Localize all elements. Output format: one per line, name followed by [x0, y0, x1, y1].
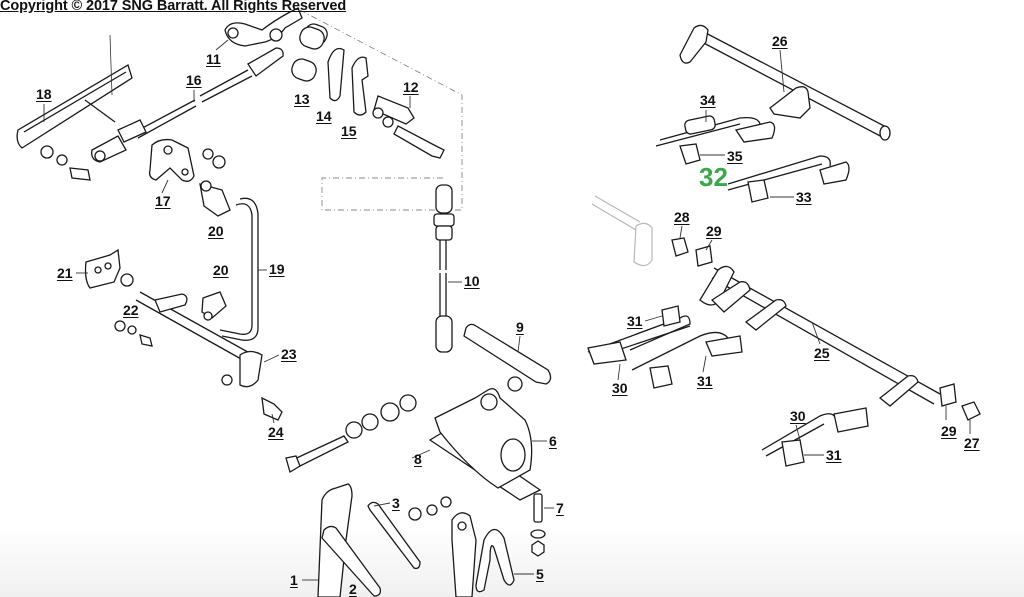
- part-29-washer-b: [939, 383, 957, 407]
- part-20-clip-lower: [201, 291, 227, 321]
- part-5-band: [475, 528, 515, 593]
- part-label-21[interactable]: 21: [57, 265, 73, 281]
- part-35-clip: [679, 121, 776, 165]
- part-label-25[interactable]: 25: [814, 345, 830, 361]
- part-6-mount: [434, 387, 533, 489]
- part-label-1[interactable]: 1: [290, 572, 298, 588]
- part-label-23[interactable]: 23: [281, 346, 297, 362]
- part-label-10[interactable]: 10: [464, 273, 480, 289]
- part-arm-lower: [451, 512, 477, 597]
- part-label-29-lower[interactable]: 29: [941, 423, 957, 439]
- part-18-channel: [16, 34, 133, 181]
- washers-stack: [285, 394, 417, 473]
- part-10-gear-lever: [433, 184, 455, 353]
- part-label-16[interactable]: 16: [186, 72, 202, 88]
- part-label-32-highlighted[interactable]: 32: [699, 162, 728, 192]
- part-19-rod: [219, 197, 259, 341]
- part-label-19[interactable]: 19: [269, 261, 285, 277]
- part-7-stud: [530, 493, 546, 557]
- part-label-7[interactable]: 7: [556, 500, 564, 516]
- part-label-20-lower[interactable]: 20: [213, 262, 229, 278]
- part-label-31-right[interactable]: 31: [826, 447, 842, 463]
- part-29-washer-a: [695, 245, 713, 267]
- part-34-rod: [655, 115, 761, 147]
- part-20-clip-upper: [199, 180, 231, 217]
- part-15-plate: [351, 56, 369, 116]
- part-label-14[interactable]: 14: [316, 108, 332, 124]
- part-label-3[interactable]: 3: [392, 495, 400, 511]
- assembly-outline: [299, 9, 463, 211]
- part-17-bracket: [148, 138, 226, 182]
- part-25-shaft: [699, 265, 941, 407]
- part-32-rod: [727, 155, 831, 191]
- part-24-bolt: [261, 396, 283, 421]
- part-23-shaft: [135, 291, 263, 388]
- part-label-20-upper[interactable]: 20: [208, 223, 224, 239]
- part-label-22[interactable]: 22: [123, 302, 139, 318]
- part-label-35[interactable]: 35: [727, 148, 743, 164]
- part-12-pin: [372, 95, 445, 159]
- part-label-15[interactable]: 15: [341, 123, 357, 139]
- part-27-bolt: [961, 401, 981, 421]
- part-label-29-upper[interactable]: 29: [706, 223, 722, 239]
- part-26-shaft: [679, 24, 891, 141]
- part-label-9[interactable]: 9: [516, 319, 524, 335]
- part-label-30-right[interactable]: 30: [790, 408, 806, 424]
- part-3-bracket: [367, 496, 452, 570]
- part-label-8[interactable]: 8: [414, 451, 422, 467]
- part-label-26[interactable]: 26: [772, 33, 788, 49]
- part-2-bracket: [321, 525, 382, 597]
- part-label-34[interactable]: 34: [700, 92, 716, 108]
- ghost-shaft: [591, 195, 653, 267]
- part-label-12[interactable]: 12: [403, 79, 419, 95]
- part-31-clips-a: [587, 305, 743, 389]
- part-9-lever: [463, 323, 552, 392]
- part-label-31-top[interactable]: 31: [627, 313, 643, 329]
- part-label-18[interactable]: 18: [36, 86, 52, 102]
- part-label-2[interactable]: 2: [349, 581, 357, 597]
- part-14-plate: [327, 47, 345, 102]
- part-28-bolt: [671, 237, 689, 257]
- part-label-28[interactable]: 28: [674, 209, 690, 225]
- part-label-6[interactable]: 6: [549, 433, 557, 449]
- part-31-clips-b: [781, 407, 869, 467]
- part-22-bush: [114, 273, 153, 347]
- part-label-13[interactable]: 13: [294, 91, 310, 107]
- copyright-notice: Copyright © 2017 SNG Barratt. All Rights…: [0, 0, 347, 14]
- part-13-bushes: [291, 26, 325, 82]
- part-label-5[interactable]: 5: [536, 566, 544, 582]
- part-label-30-left[interactable]: 30: [612, 380, 628, 396]
- part-label-33[interactable]: 33: [796, 189, 812, 205]
- part-label-11[interactable]: 11: [206, 51, 221, 67]
- part-16-rod: [91, 47, 284, 163]
- part-33-clip: [747, 161, 850, 203]
- part-21-bracket: [84, 248, 121, 289]
- part-label-31-mid[interactable]: 31: [697, 373, 713, 389]
- part-label-27[interactable]: 27: [964, 435, 980, 451]
- part-label-17[interactable]: 17: [155, 193, 171, 209]
- part-label-24[interactable]: 24: [268, 424, 284, 440]
